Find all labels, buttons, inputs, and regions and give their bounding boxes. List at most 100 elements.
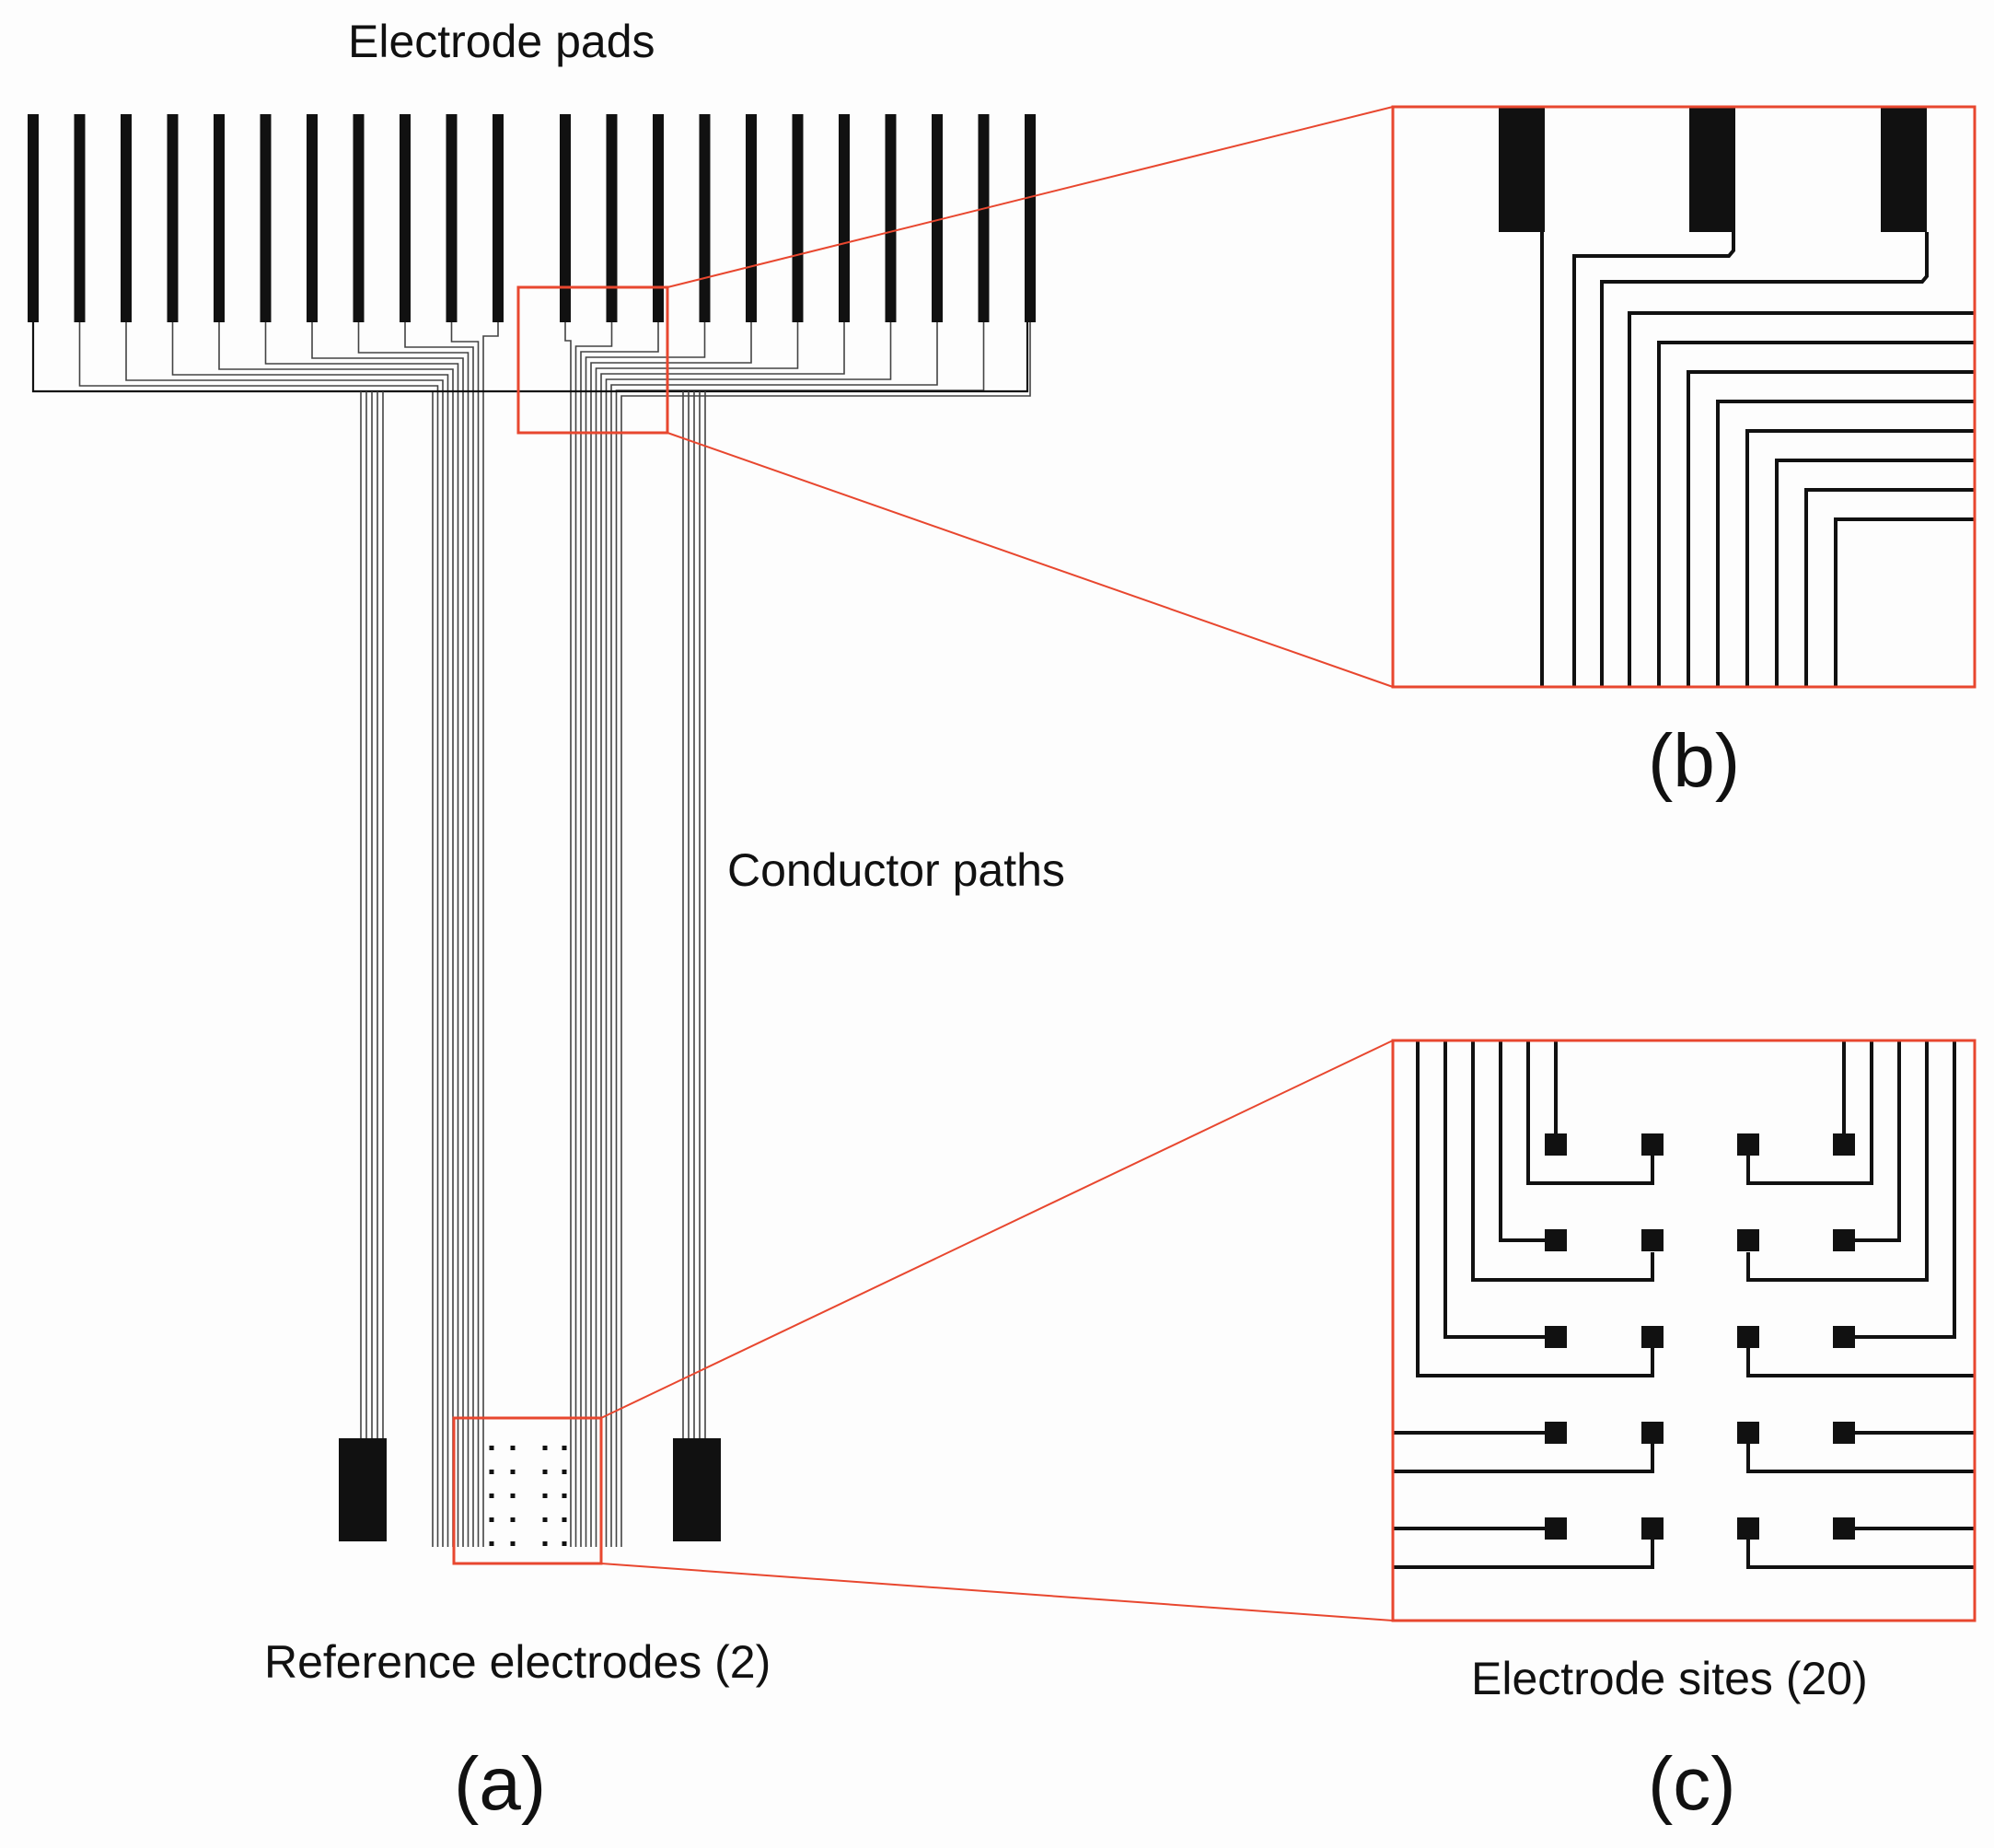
label-conductor-paths: Conductor paths (727, 844, 1065, 896)
zoomed-conductor-path (1804, 488, 1975, 687)
zoomed-conductor-path (1745, 429, 1975, 687)
electrode-site (1737, 1422, 1759, 1444)
label-reference-electrodes: Reference electrodes (2) (264, 1636, 771, 1688)
electrode-site (1545, 1326, 1567, 1348)
electrode-site (1641, 1229, 1664, 1251)
electrode-site (1737, 1229, 1759, 1251)
electrode-site-mini (510, 1517, 516, 1522)
site-conductor (1471, 1040, 1654, 1282)
electrode-site (1641, 1422, 1664, 1444)
electrode-pad (353, 114, 365, 322)
electrode-site-mini (510, 1446, 516, 1450)
label-panel-a: (a) (454, 1742, 546, 1826)
electrode-pad (1025, 114, 1036, 322)
panel-a-array-layout (28, 114, 1036, 1565)
conductor-path (600, 322, 845, 1547)
label-electrode-sites: Electrode sites (20) (1471, 1653, 1868, 1704)
label-electrode-pads: Electrode pads (348, 16, 655, 67)
label-panel-c: (c) (1648, 1742, 1736, 1826)
conductor-path (590, 322, 752, 1547)
electrode-sites-miniature (489, 1446, 567, 1546)
conductor-path (125, 322, 444, 1547)
zoomed-electrode-sites (1393, 1040, 1975, 1569)
electrode-pad (560, 114, 571, 322)
reference-electrode-right (673, 1438, 721, 1541)
conductor-path (78, 322, 439, 1547)
site-conductor (1853, 1040, 1956, 1339)
site-conductor (1526, 1040, 1654, 1185)
electrode-pad (307, 114, 318, 322)
electrode-site (1641, 1326, 1664, 1348)
panel-b-frame (1391, 105, 1977, 689)
electrode-pad (74, 114, 86, 322)
electrode-site-mini (562, 1541, 567, 1546)
site-conductor (1853, 1040, 1901, 1242)
electrode-pad (214, 114, 225, 322)
zoomed-conductor-paths (1499, 107, 1975, 687)
zoomed-conductor-path (1716, 400, 1975, 687)
electrode-site-mini (542, 1517, 548, 1522)
electrode-site-mini (562, 1470, 567, 1474)
conductor-path (450, 322, 480, 1547)
conductor-path (264, 322, 459, 1547)
electrode-site-mini (562, 1446, 567, 1450)
zoom-connectors (600, 106, 1394, 1621)
zoomed-conductor-path (1600, 232, 1929, 687)
site-conductor (1746, 1348, 1975, 1377)
electrode-site (1737, 1326, 1759, 1348)
electrode-site (1833, 1229, 1855, 1251)
site-conductor (1746, 1040, 1873, 1185)
highlight-box-sites (452, 1416, 603, 1565)
site-conductor (1393, 1540, 1654, 1569)
electrode-site-mini (542, 1494, 548, 1498)
zoomed-electrode-pad (1499, 107, 1545, 232)
conductor-path (580, 322, 659, 1547)
site-conductor (1746, 1540, 1975, 1569)
zoomed-electrode-pad (1881, 107, 1927, 232)
electrode-site-mini (542, 1446, 548, 1450)
site-conductor (1746, 1444, 1975, 1473)
electrode-site-mini (489, 1541, 494, 1546)
site-conductor (1443, 1040, 1547, 1339)
electrode-pad (446, 114, 458, 322)
electrode-site-mini (510, 1494, 516, 1498)
label-panel-b: (b) (1648, 719, 1740, 803)
zoomed-conductor-path (1572, 232, 1735, 687)
electrode-pad (653, 114, 664, 322)
conductor-path (218, 322, 454, 1547)
electrode-site (1545, 1229, 1567, 1251)
conductor-path (32, 322, 434, 1547)
electrode-site (1737, 1133, 1759, 1156)
electrode-site-mini (489, 1494, 494, 1498)
electrode-site-mini (489, 1446, 494, 1450)
electrode-pad (260, 114, 272, 322)
conductor-path (610, 322, 938, 1547)
electrode-site-mini (562, 1517, 567, 1522)
electrode-site (1833, 1517, 1855, 1540)
zoomed-conductor-path (1775, 459, 1975, 687)
electrode-pad (28, 114, 39, 322)
electrode-site-mini (542, 1541, 548, 1546)
electrode-pad (792, 114, 804, 322)
conductor-path (574, 322, 613, 1547)
conductor-bus (31, 322, 1029, 393)
electrode-pad (746, 114, 757, 322)
electrode-site (1545, 1517, 1567, 1540)
electrode-site-mini (489, 1517, 494, 1522)
conductor-path (595, 322, 799, 1547)
electrode-site (1833, 1422, 1855, 1444)
conductor-path (605, 322, 892, 1547)
conductor-path (615, 322, 985, 1547)
site-conductor (1746, 1040, 1929, 1282)
conductor-path (482, 322, 499, 1547)
panel-b-trace-zoom (1391, 105, 1977, 689)
electrode-pad (839, 114, 850, 322)
zoomed-conductor-path (1687, 370, 1975, 687)
electrode-site (1545, 1422, 1567, 1444)
electrode-site (1833, 1326, 1855, 1348)
electrode-pad (978, 114, 990, 322)
conductor-path (404, 322, 474, 1547)
conductor-path (171, 322, 449, 1547)
electrode-pad (167, 114, 179, 322)
